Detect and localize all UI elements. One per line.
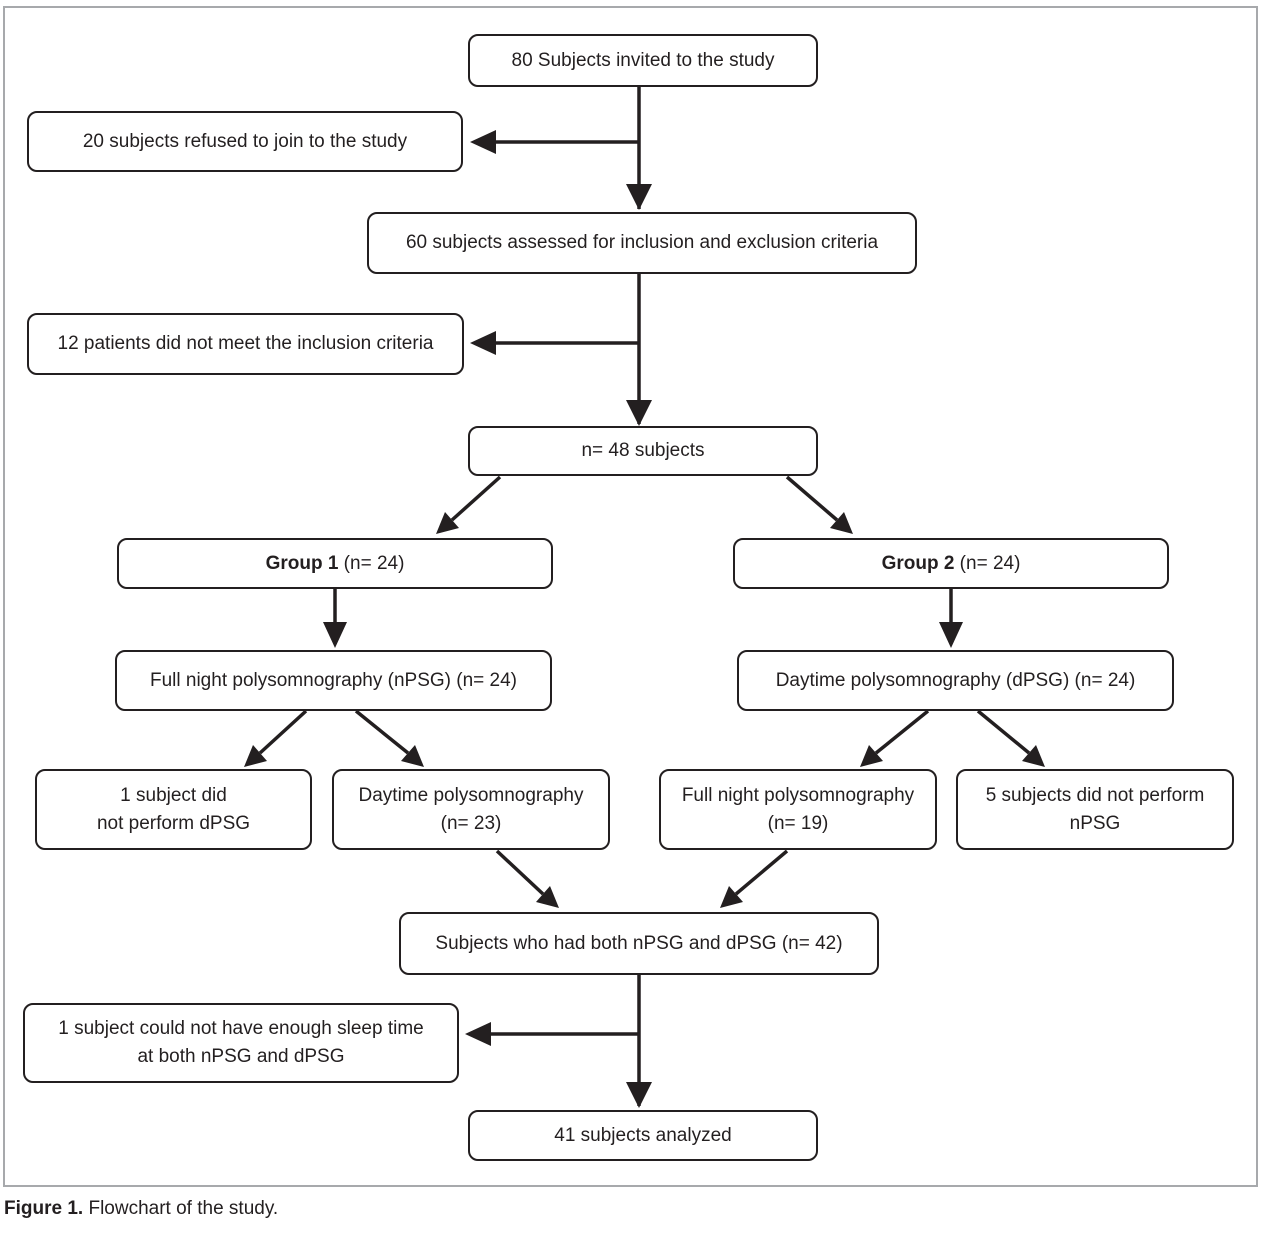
invited-text: 80 Subjects invited to the study: [511, 49, 775, 71]
assessed-box: 60 subjects assessed for inclusion and e…: [367, 212, 917, 274]
arrow-npsg-to-dpsg: [354, 709, 410, 755]
g2-excluded-box: 5 subjects did not perform nPSG: [956, 769, 1234, 850]
analyzed-text: 41 subjects analyzed: [554, 1124, 732, 1146]
assessed-text: 60 subjects assessed for inclusion and e…: [405, 232, 879, 253]
g1-excluded-box: 1 subject did not perform dPSG: [35, 769, 312, 850]
arrowhead-g1-excl: [244, 745, 267, 767]
not-meet-box: 12 patients did not meet the inclusion c…: [27, 313, 464, 375]
g2-npsg-line2: (n= 19): [767, 812, 829, 834]
arrowhead-g2-dpsg: [939, 622, 963, 648]
arrowhead-analyzed: [626, 1082, 652, 1108]
g2-dpsg-box: Daytime polysomnography (dPSG) (n= 24): [737, 650, 1174, 711]
group1-count: (n= 24): [338, 552, 405, 574]
arrowhead-both-left: [536, 886, 559, 908]
g1-npsg-box: Full night polysomnography (nPSG) (n= 24…: [115, 650, 552, 711]
arrowhead-g1-npsg: [323, 622, 347, 648]
arrowhead-group1: [436, 512, 459, 534]
arrowhead-group2: [830, 512, 853, 534]
arrow-npsg-to-excluded: [258, 709, 308, 755]
arrowhead-not-meet: [470, 331, 496, 355]
arrowhead-n48: [626, 400, 652, 426]
group2-text: Group 2 (n= 24): [882, 550, 1021, 578]
invited-box: 80 Subjects invited to the study: [468, 34, 818, 87]
both-text: Subjects who had both nPSG and dPSG (n= …: [435, 932, 843, 954]
not-enough-line2: at both nPSG and dPSG: [137, 1046, 345, 1067]
group1-box: Group 1 (n= 24): [117, 538, 553, 589]
g2-npsg-line1: Full night polysomnography: [681, 784, 915, 806]
n48-box: n= 48 subjects: [468, 426, 818, 476]
arrowhead-g2-excl: [1022, 745, 1045, 767]
figure-caption: Figure 1. Flowchart of the study.: [4, 1198, 278, 1220]
arrow-dpsg-to-excluded: [976, 709, 1031, 755]
g2-excluded-line1: 5 subjects did not perform: [985, 784, 1205, 806]
arrow-n48-to-group1: [450, 475, 502, 522]
arrowhead-not-enough: [465, 1022, 491, 1046]
g2-npsg-box: Full night polysomnography (n= 19): [659, 769, 937, 850]
g1-npsg-text: Full night polysomnography (nPSG) (n= 24…: [150, 669, 517, 691]
not-meet-text: 12 patients did not meet the inclusion c…: [57, 333, 434, 354]
arrow-g2npsg-to-both: [734, 849, 789, 896]
figure-frame: [3, 6, 1258, 1187]
refused-text: 20 subjects refused to join to the study: [82, 130, 408, 152]
arrow-g1dpsg-to-both: [495, 849, 545, 896]
caption-text: Flowchart of the study.: [83, 1198, 279, 1219]
arrowhead-g2-npsg: [860, 745, 883, 767]
caption-label: Figure 1.: [4, 1198, 84, 1219]
arrowhead-g1-dpsg: [401, 745, 424, 767]
group2-count: (n= 24): [954, 552, 1021, 574]
refused-box: 20 subjects refused to join to the study: [27, 111, 463, 172]
group2-label: Group 2: [881, 552, 955, 574]
g2-excluded-line2: nPSG: [1069, 812, 1121, 834]
g1-dpsg-line2: (n= 23): [440, 812, 502, 834]
arrow-dpsg-to-npsg: [874, 709, 930, 755]
n48-text: n= 48 subjects: [581, 440, 705, 461]
arrowhead-both-right: [720, 886, 743, 908]
analyzed-box: 41 subjects analyzed: [468, 1110, 818, 1161]
g1-dpsg-line1: Daytime polysomnography: [358, 784, 584, 806]
group1-label: Group 1: [265, 552, 339, 574]
g1-excluded-line2: not perform dPSG: [96, 812, 251, 834]
g1-dpsg-box: Daytime polysomnography (n= 23): [332, 769, 610, 850]
not-enough-box: 1 subject could not have enough sleep ti…: [23, 1003, 459, 1083]
arrow-n48-to-group2: [785, 475, 839, 522]
arrowhead-assessed: [626, 184, 652, 210]
g1-excluded-line1: 1 subject did: [120, 784, 227, 806]
arrowhead-refused: [470, 130, 496, 154]
group1-text: Group 1 (n= 24): [266, 550, 405, 578]
both-box: Subjects who had both nPSG and dPSG (n= …: [399, 912, 879, 975]
g2-dpsg-text: Daytime polysomnography (dPSG) (n= 24): [775, 669, 1136, 691]
group2-box: Group 2 (n= 24): [733, 538, 1169, 589]
not-enough-line1: 1 subject could not have enough sleep ti…: [58, 1018, 424, 1039]
